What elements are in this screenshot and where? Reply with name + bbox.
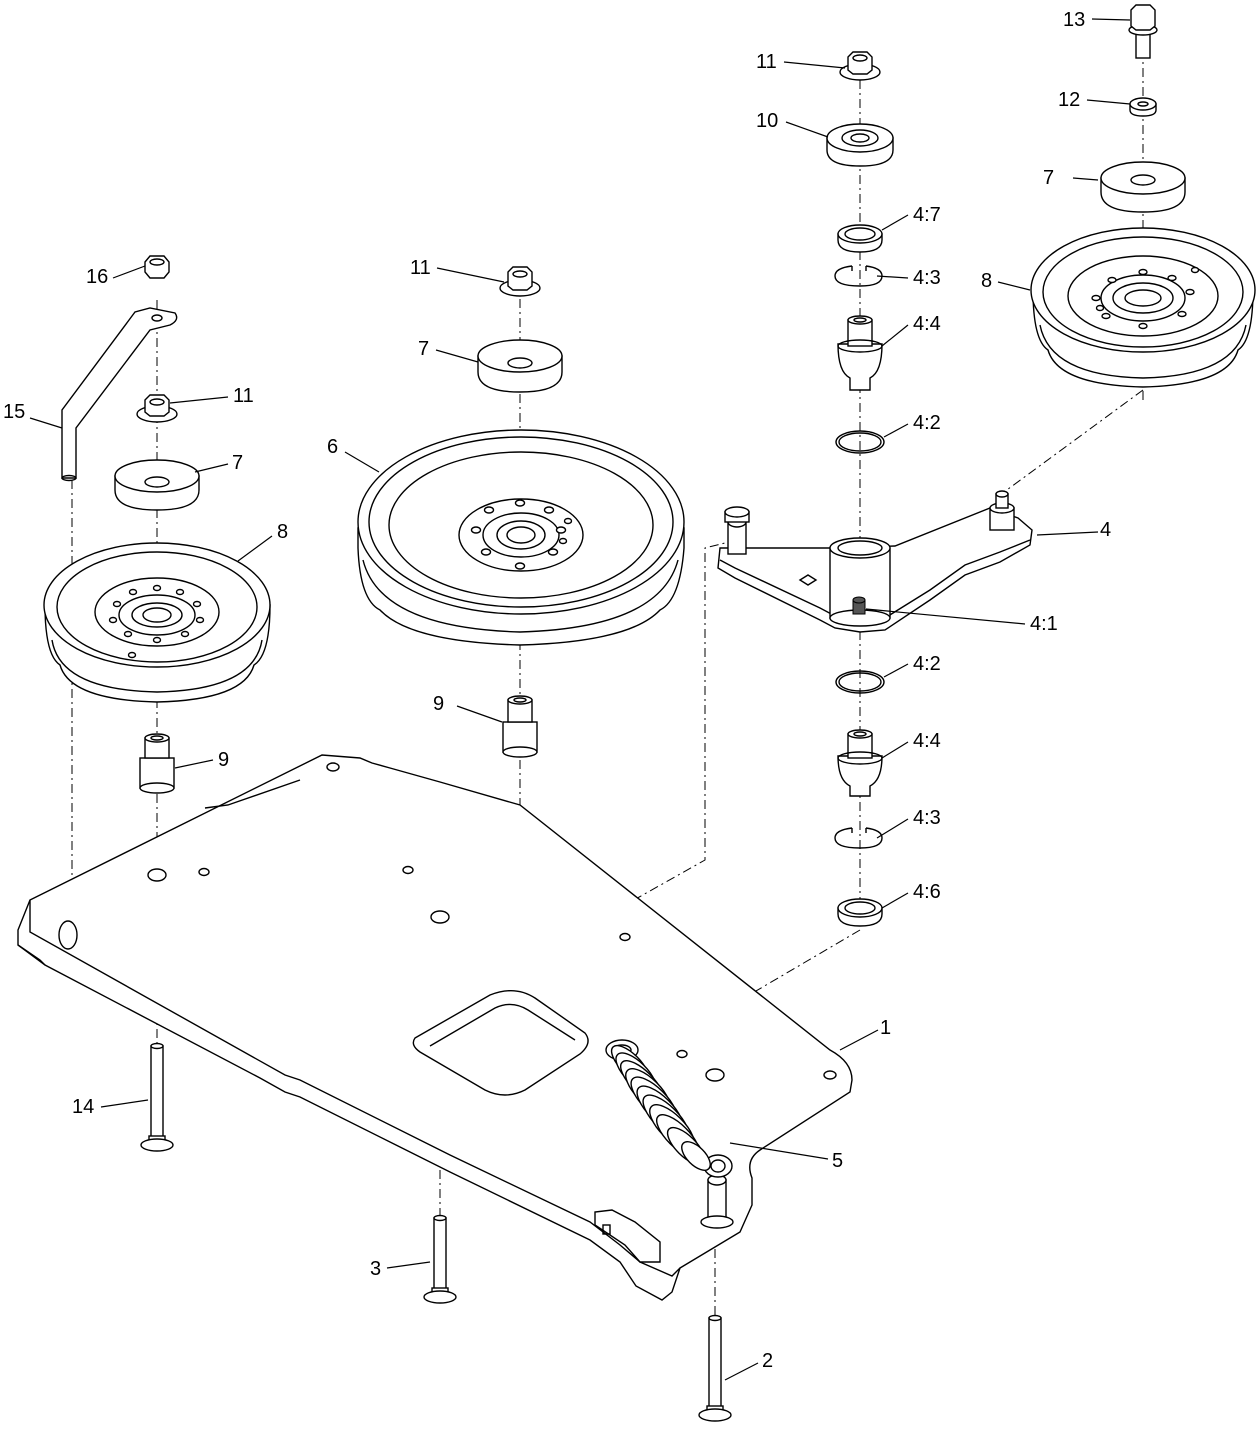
o-ring-4-2-top [835, 430, 885, 454]
bolt-2 [698, 1314, 732, 1422]
callout-3: 3 [370, 1258, 381, 1280]
callout-8-right: 8 [981, 270, 992, 292]
seal-4-6 [837, 898, 883, 927]
callout-4-4-top: 4:4 [913, 313, 941, 335]
spacer-9-left [139, 733, 175, 794]
snap-ring-4-3-bottom [834, 827, 883, 849]
callout-9-left: 9 [218, 749, 229, 771]
washer-10 [826, 123, 894, 167]
idler-arm-4 [717, 490, 1033, 633]
callout-2: 2 [762, 1350, 773, 1372]
flange-nut-11-center [499, 266, 541, 297]
pulley-8-right [1030, 227, 1256, 388]
pulley-6 [357, 429, 685, 646]
o-ring-4-2-bottom [835, 670, 885, 694]
callout-9-center: 9 [433, 693, 444, 715]
nut-16 [144, 255, 170, 279]
seal-4-7 [837, 224, 883, 253]
callout-16: 16 [86, 266, 108, 288]
callout-4-4-bottom: 4:4 [913, 730, 941, 752]
bracket-15 [61, 307, 178, 482]
callout-8-left: 8 [277, 521, 288, 543]
washer-7-center [477, 339, 563, 393]
callout-7-center: 7 [418, 338, 429, 360]
callout-11-left: 11 [233, 385, 254, 407]
callout-4-1: 4:1 [1030, 613, 1058, 635]
bolt-3 [423, 1214, 457, 1304]
callout-7-left: 7 [232, 452, 243, 474]
bushing-4-4-bottom [837, 729, 883, 797]
callout-11-right: 11 [756, 51, 777, 73]
washer-7-left [114, 459, 200, 511]
flange-nut-11-right [839, 51, 881, 81]
spacer-9-center [502, 695, 538, 758]
callout-13: 13 [1063, 9, 1085, 31]
callout-4-3-top: 4:3 [913, 267, 941, 289]
callout-4: 4 [1100, 519, 1111, 541]
callout-5: 5 [832, 1150, 843, 1172]
callout-6: 6 [327, 436, 338, 458]
callout-4-2-top: 4:2 [913, 412, 941, 434]
base-plate [17, 754, 853, 1301]
snap-ring-4-3-top [834, 265, 883, 287]
extension-spring [605, 1039, 733, 1178]
callout-12: 12 [1058, 89, 1080, 111]
callout-15: 15 [3, 401, 25, 423]
grease-fitting-4-1 [852, 596, 866, 615]
callout-14: 14 [72, 1096, 94, 1118]
leader-lines [29, 18, 1131, 1381]
callout-1: 1 [880, 1017, 891, 1039]
flange-nut-11-left [136, 394, 178, 423]
bolt-14 [140, 1042, 174, 1152]
bushing-4-4-top [837, 315, 883, 391]
callout-11-center: 11 [410, 257, 431, 279]
washer-7-right [1100, 161, 1186, 213]
callout-4-3-bottom: 4:3 [913, 807, 941, 829]
callout-labels: 1 2 3 4 4:1 4:2 4:2 4:3 4:3 4:4 4:4 4:6 … [3, 9, 1111, 1372]
callout-4-2-bottom: 4:2 [913, 653, 941, 675]
bolt-13 [1128, 4, 1158, 59]
callout-10: 10 [756, 110, 778, 132]
callout-4-7: 4:7 [913, 204, 941, 226]
callout-7-right: 7 [1043, 167, 1054, 189]
washer-12 [1129, 97, 1157, 117]
pulley-8-left [43, 542, 271, 703]
callout-4-6: 4:6 [913, 881, 941, 903]
